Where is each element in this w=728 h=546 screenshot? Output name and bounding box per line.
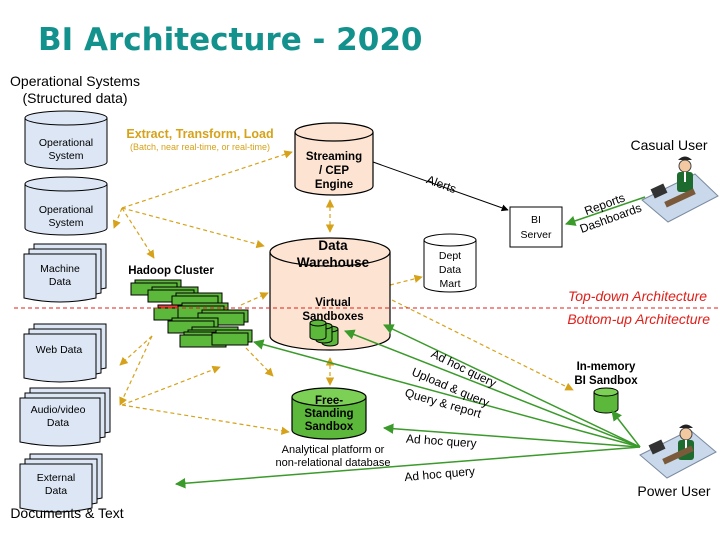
- free-sandbox-caption-1: Analytical platform or: [282, 444, 385, 456]
- alerts-label: Alerts: [425, 172, 459, 196]
- reports-arrow: [565, 196, 646, 226]
- structured-header-line1: Operational Systems: [10, 73, 140, 89]
- streaming-line3: Engine: [315, 179, 353, 191]
- dept-mart-line3: Mart: [440, 278, 461, 290]
- streaming-cep-engine: Streaming / CEP Engine: [294, 122, 374, 196]
- warehouse-line2: Warehouse: [297, 255, 370, 270]
- power-user-label: Power User: [637, 483, 710, 499]
- data-warehouse: Data Warehouse Virtual Sandboxes: [269, 237, 391, 351]
- etl-arrows: [112, 150, 574, 435]
- virtual-sandbox-cylinders: [309, 319, 339, 347]
- op-system-2-line2: System: [48, 217, 83, 229]
- machine-data-line1: Machine: [40, 263, 80, 275]
- web-data-label: Web Data: [36, 344, 83, 356]
- dept-mart-line1: Dept: [439, 250, 461, 262]
- documents-footer: Documents & Text: [10, 505, 123, 521]
- op-system-2-line1: Operational: [39, 204, 93, 216]
- audio-video-docs: Audio/video Data: [19, 387, 111, 447]
- audio-video-line2: Data: [47, 417, 69, 429]
- free-sandbox-caption-2: non-relational database: [276, 457, 391, 469]
- streaming-line1: Streaming: [306, 151, 362, 163]
- top-down-label: Top-down Architecture: [568, 288, 707, 304]
- dept-data-mart: Dept Data Mart: [423, 233, 477, 293]
- virtual-sandboxes-line1: Virtual: [315, 297, 351, 309]
- hadoop-cluster-label: Hadoop Cluster: [128, 265, 214, 277]
- machine-data-docs: Machine Data: [23, 243, 107, 303]
- external-data-line2: Data: [45, 485, 67, 497]
- external-data-docs: External Data: [19, 453, 103, 513]
- free-standing-sandbox: Free- Standing Sandbox: [291, 387, 367, 440]
- casual-user-icon: [641, 156, 719, 223]
- adhoc-query-label-3: Ad hoc query: [404, 464, 476, 484]
- power-user-arrows: [174, 324, 641, 489]
- etl-sublabel: (Batch, near real-time, or real-time): [130, 142, 270, 152]
- inmemory-line2: BI Sandbox: [574, 375, 638, 387]
- alerts-arrow: [372, 161, 509, 212]
- adhoc-query-label-2: Ad hoc query: [406, 432, 478, 451]
- operational-system-2: Operational System: [24, 176, 108, 236]
- web-data-docs: Web Data: [23, 323, 107, 383]
- operational-system-1: Operational System: [24, 110, 108, 170]
- free-sandbox-line1: Free-: [315, 395, 343, 407]
- inmemory-line1: In-memory: [577, 361, 636, 373]
- casual-user-label: Casual User: [630, 137, 707, 153]
- power-user-icon: [639, 424, 717, 479]
- op-system-1-line2: System: [48, 150, 83, 162]
- audio-video-line1: Audio/video: [31, 404, 86, 416]
- warehouse-line1: Data: [318, 238, 348, 253]
- external-data-line1: External: [37, 472, 76, 484]
- page-title: BI Architecture - 2020: [38, 22, 422, 58]
- free-sandbox-line3: Sandbox: [305, 421, 354, 433]
- op-system-1-line1: Operational: [39, 137, 93, 149]
- inmemory-sandbox-cylinder: [593, 387, 619, 414]
- bi-server-line2: Server: [521, 229, 552, 241]
- bi-server-line1: BI: [531, 214, 541, 226]
- dept-mart-line2: Data: [439, 264, 461, 276]
- structured-header-line2: (Structured data): [22, 90, 127, 106]
- streaming-line2: / CEP: [319, 165, 349, 177]
- machine-data-line2: Data: [49, 276, 71, 288]
- etl-label: Extract, Transform, Load: [126, 127, 273, 141]
- bi-server: BI Server: [509, 206, 563, 248]
- free-sandbox-line2: Standing: [304, 408, 353, 420]
- bottom-up-label: Bottom-up Architecture: [567, 311, 710, 327]
- hadoop-cluster-nodes: [130, 279, 253, 348]
